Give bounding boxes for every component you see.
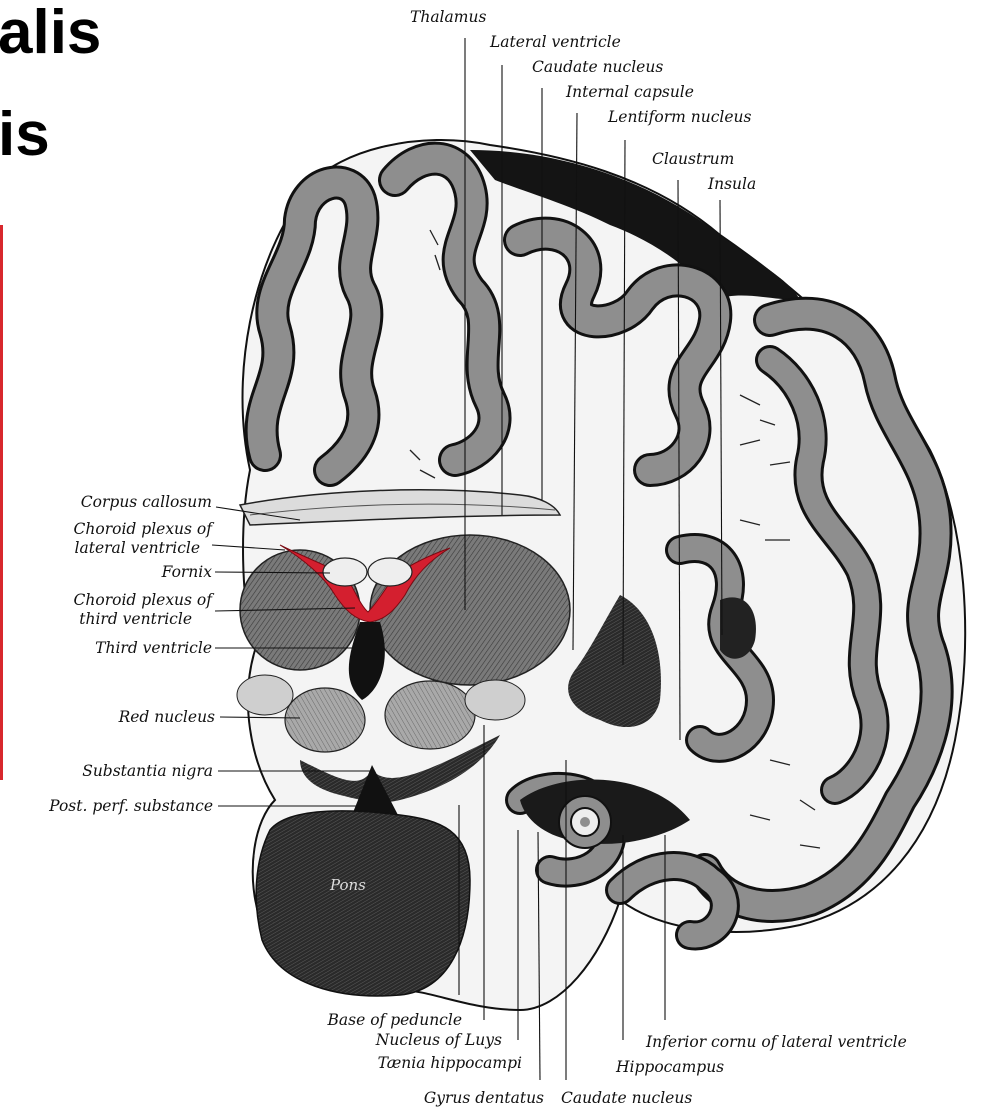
fornix-shape	[323, 558, 367, 586]
label-post-perf-substance: Post. perf. substance	[48, 797, 213, 815]
label-nucleus-of-luys: Nucleus of Luys	[375, 1031, 502, 1049]
label-caudate-nucleus-top: Caudate nucleus	[532, 58, 663, 76]
label-third-ventricle: Third ventricle	[95, 639, 212, 657]
label-red-nucleus: Red nucleus	[118, 708, 215, 726]
label-fornix: Fornix	[161, 563, 213, 581]
pons-shape	[256, 811, 470, 996]
label-insula: Insula	[707, 175, 756, 193]
thalamus-body	[370, 535, 570, 685]
label-choroid-lateral-2: lateral ventricle	[75, 539, 200, 557]
label-choroid-lateral-1: Choroid plexus of	[74, 520, 216, 538]
label-lentiform-nucleus: Lentiform nucleus	[607, 108, 751, 126]
pons-label: Pons	[329, 876, 366, 894]
red-nucleus-shape	[285, 688, 365, 752]
label-thalamus: Thalamus	[410, 8, 486, 26]
label-inferior-cornu: Inferior cornu of lateral ventricle	[645, 1033, 907, 1051]
label-claustrum: Claustrum	[652, 150, 734, 168]
label-taenia-hippocampi: Tænia hippocampi	[378, 1054, 522, 1072]
label-caudate-nucleus-bottom: Caudate nucleus	[561, 1089, 692, 1107]
label-choroid-third-1: Choroid plexus of	[74, 591, 216, 609]
label-hippocampus: Hippocampus	[615, 1058, 724, 1076]
label-substantia-nigra: Substantia nigra	[82, 762, 213, 780]
label-choroid-third-2: third ventricle	[79, 610, 192, 628]
label-base-of-peduncle: Base of peduncle	[327, 1011, 462, 1029]
brain-illustration: Pons	[237, 140, 965, 1010]
label-internal-capsule: Internal capsule	[565, 83, 694, 101]
label-gyrus-dentatus: Gyrus dentatus	[424, 1089, 544, 1107]
label-corpus-callosum: Corpus callosum	[81, 493, 212, 511]
label-lateral-ventricle: Lateral ventricle	[489, 33, 621, 51]
